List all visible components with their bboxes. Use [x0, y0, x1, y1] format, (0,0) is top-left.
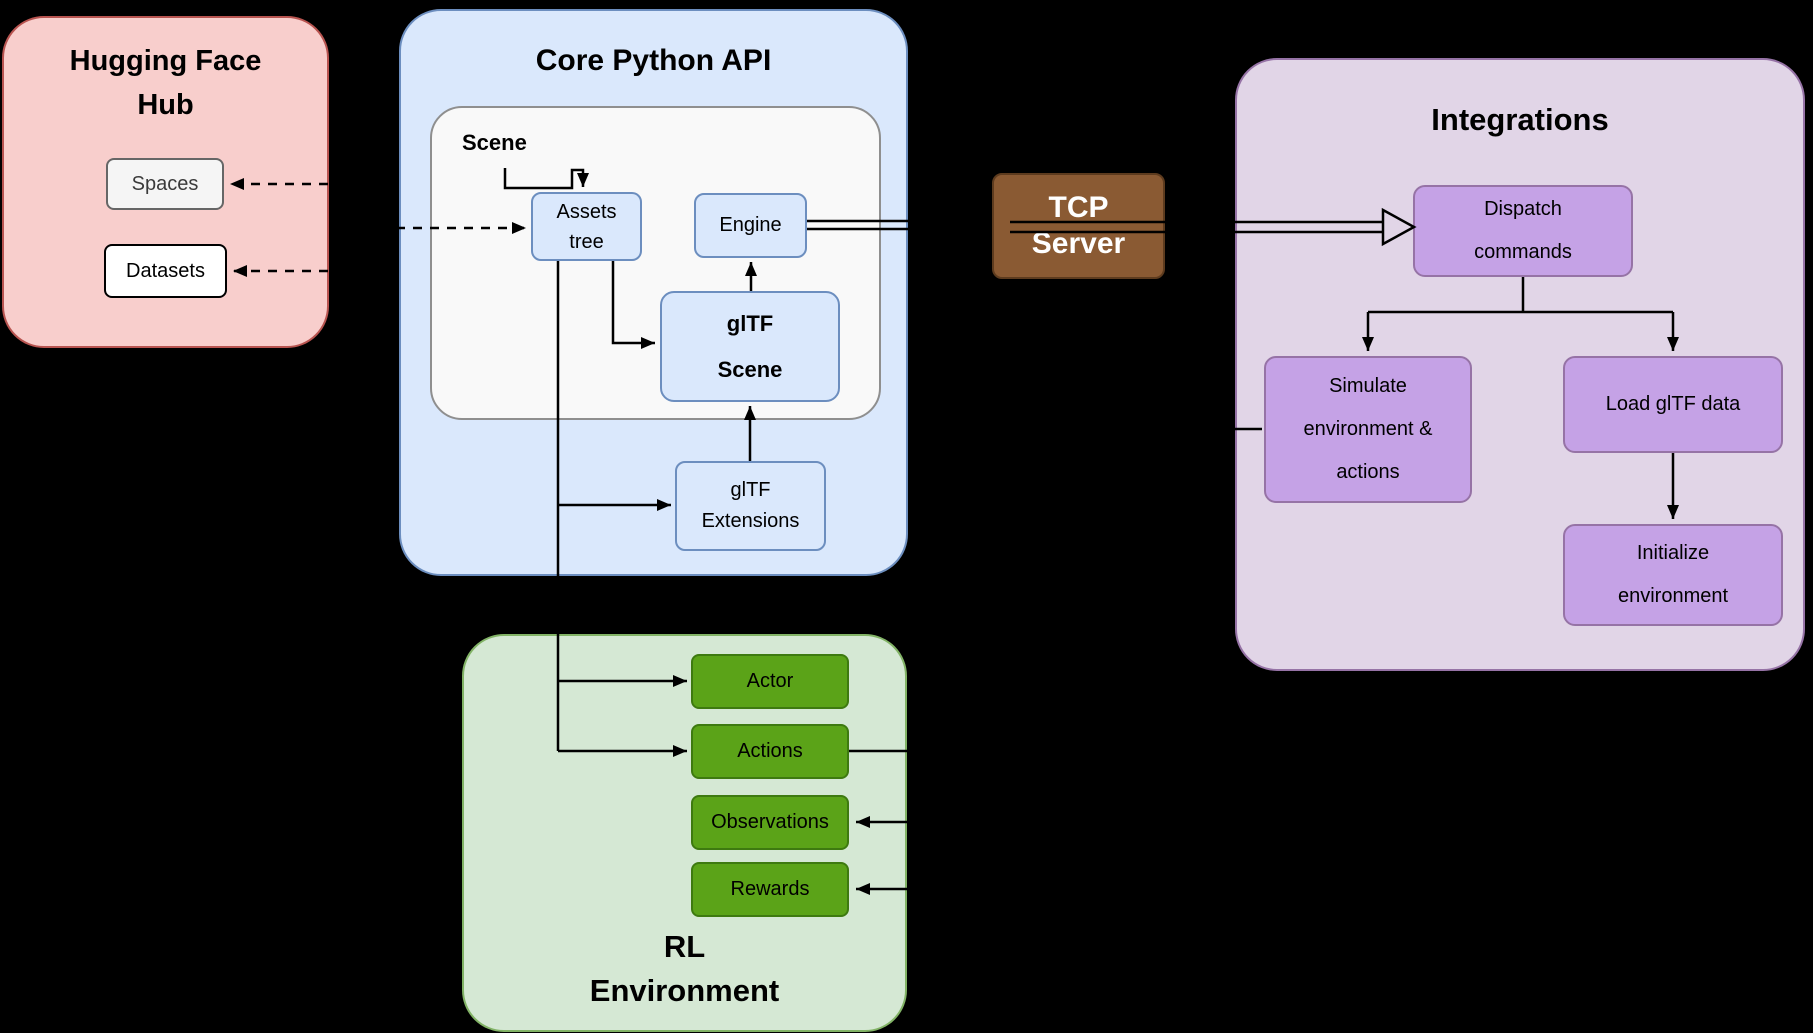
spaces-label: Spaces: [131, 172, 199, 195]
rewards-label: Rewards: [730, 878, 810, 900]
rewards-node: Rewards: [691, 862, 849, 917]
dispatch-commands-label: Dispatch commands: [1474, 198, 1572, 263]
gltf-scene-label: glTF Scene: [717, 310, 783, 382]
initialize-environment-node: Initialize environment: [1563, 524, 1783, 626]
assets-tree-node: Assets tree: [531, 192, 642, 261]
scene-label: Scene: [462, 130, 527, 155]
datasets-label: Datasets: [126, 259, 205, 282]
integrations-title-text: Integrations: [1431, 102, 1609, 137]
core-python-api-title-text: Core Python API: [535, 44, 772, 77]
simulate-environment-node: Simulate environment & actions: [1264, 356, 1472, 503]
actions-node: Actions: [691, 724, 849, 779]
load-gltf-data-label: Load glTF data: [1605, 393, 1741, 415]
datasets-node: Datasets: [104, 244, 227, 298]
spaces-node: Spaces: [106, 158, 224, 210]
actor-label: Actor: [746, 670, 794, 692]
rl-environment-title-text: RL Environment: [589, 928, 780, 1008]
actions-label: Actions: [737, 740, 803, 762]
gltf-scene-node: glTF Scene: [660, 291, 840, 402]
assets-tree-label: Assets tree: [556, 200, 617, 253]
hugging-face-hub-title: Hugging Face Hub: [2, 40, 329, 127]
engine-label: Engine: [719, 214, 782, 236]
core-python-api-title: Core Python API: [399, 44, 908, 78]
gltf-extensions-node: glTF Extensions: [675, 461, 826, 551]
tcp-server-node: TCP Server: [992, 173, 1165, 279]
tcp-server-label: TCP Server: [1031, 191, 1126, 260]
integrations-title: Integrations: [1235, 102, 1805, 138]
simulate-environment-label: Simulate environment & actions: [1303, 375, 1433, 483]
load-gltf-data-node: Load glTF data: [1563, 356, 1783, 453]
actor-node: Actor: [691, 654, 849, 709]
initialize-environment-label: Initialize environment: [1617, 542, 1729, 607]
hugging-face-hub-title-text: Hugging Face Hub: [69, 45, 262, 121]
observations-label: Observations: [711, 811, 829, 833]
gltf-extensions-label: glTF Extensions: [701, 479, 800, 532]
rl-environment-title: RL Environment: [462, 925, 907, 1013]
observations-node: Observations: [691, 795, 849, 850]
dispatch-commands-node: Dispatch commands: [1413, 185, 1633, 277]
engine-node: Engine: [694, 193, 807, 258]
